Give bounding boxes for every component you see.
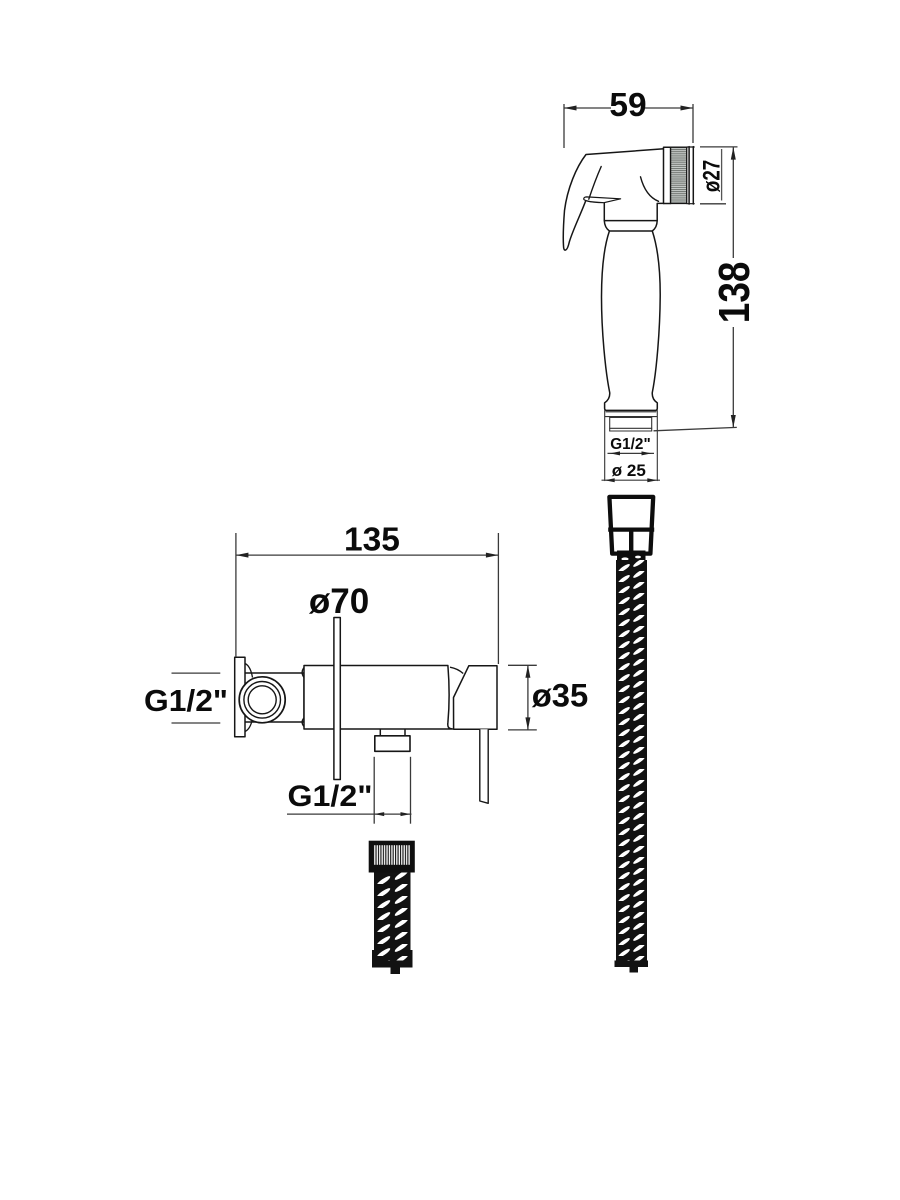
svg-text:ø 25: ø 25 [612, 461, 646, 480]
svg-text:ø35: ø35 [532, 678, 589, 714]
svg-text:138: 138 [709, 262, 759, 324]
svg-text:G1/2": G1/2" [144, 683, 228, 718]
svg-text:59: 59 [609, 87, 646, 124]
svg-text:135: 135 [344, 521, 400, 558]
svg-text:ø27: ø27 [698, 160, 725, 192]
svg-text:G1/2": G1/2" [288, 780, 373, 813]
svg-text:G1/2": G1/2" [610, 436, 650, 453]
svg-text:ø70: ø70 [309, 582, 369, 621]
